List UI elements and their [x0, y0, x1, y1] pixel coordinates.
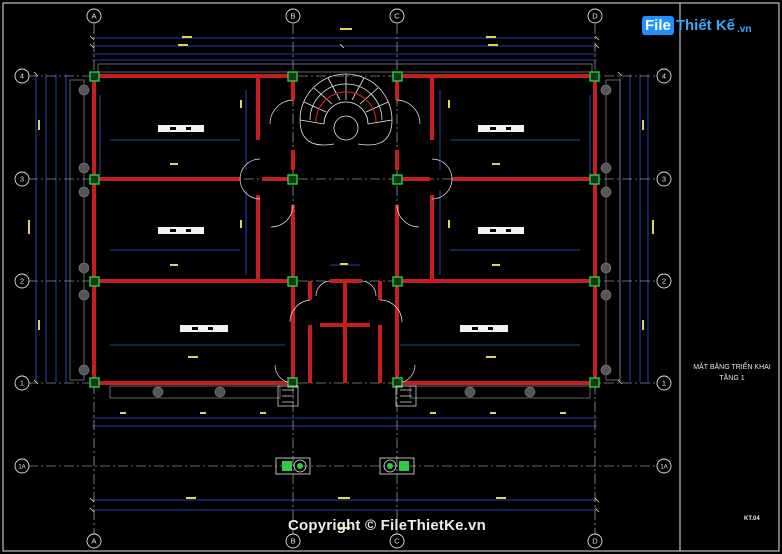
svg-text:C: C — [394, 537, 400, 546]
grid-bubble-col-C-top: C — [389, 8, 405, 24]
svg-text:4: 4 — [20, 72, 24, 81]
svg-text:1A: 1A — [18, 465, 25, 471]
svg-text:1: 1 — [662, 379, 666, 388]
grid-bubble-row-4-left: 4 — [14, 68, 30, 84]
svg-text:1A: 1A — [660, 465, 667, 471]
svg-text:A: A — [91, 537, 96, 546]
grid-bubble-row-2-left: 2 — [14, 273, 30, 289]
walls — [92, 74, 597, 385]
svg-text:A: A — [91, 12, 96, 21]
logo-file-text: File — [642, 15, 674, 35]
drawing-title-line1: MẶT BẰNG TRIỂN KHAI — [693, 364, 771, 371]
filethietke-logo: File Thiết Kế .vn — [642, 12, 751, 38]
exterior-piers — [78, 84, 612, 398]
grid-bubble-col-D-top: D — [587, 8, 603, 24]
grid-bubble-col-B-bottom: B — [285, 533, 301, 549]
grid-bubble-row-1A-right: 1A — [656, 458, 672, 474]
room-label-boxes — [158, 125, 524, 332]
grid-bubble-row-1-right: 1 — [656, 375, 672, 391]
grid-bubble-row-4-right: 4 — [656, 68, 672, 84]
svg-text:B: B — [290, 537, 295, 546]
grid-bubble-row-3-left: 3 — [14, 171, 30, 187]
svg-text:3: 3 — [662, 175, 666, 184]
drawing-title-line2: TẦNG 1 — [719, 375, 745, 382]
stair-handrail — [315, 91, 377, 123]
grid-bubble-row-1A-left: 1A — [14, 458, 30, 474]
small-annotations — [28, 28, 654, 529]
spiral-staircase — [299, 73, 393, 146]
svg-text:D: D — [592, 12, 598, 21]
svg-text:D: D — [592, 537, 598, 546]
svg-text:B: B — [290, 12, 295, 21]
grid-bubble-col-A-top: A — [86, 8, 102, 24]
window-details — [69, 63, 621, 399]
logo-suffix-text: .vn — [737, 24, 752, 35]
room-label-gaps — [170, 127, 511, 330]
entrance-steps — [277, 385, 417, 407]
svg-text:C: C — [394, 12, 400, 21]
grid-bubble-col-C-bottom: C — [389, 533, 405, 549]
svg-text:2: 2 — [662, 277, 666, 286]
svg-text:1: 1 — [20, 379, 24, 388]
svg-text:4: 4 — [662, 72, 666, 81]
copyright-watermark: Copyright © FileThietKe.vn — [288, 517, 486, 534]
grid-bubble-col-A-bottom: A — [86, 533, 102, 549]
dimension-ticks — [33, 35, 623, 513]
grid-bubble-row-3-right: 3 — [656, 171, 672, 187]
grid-bubble-col-D-bottom: D — [587, 533, 603, 549]
manhole-symbols — [275, 457, 415, 475]
grid-bubble-col-B-top: B — [285, 8, 301, 24]
sheet-number: KT.04 — [744, 516, 760, 522]
logo-brand-text: Thiết Kế — [675, 16, 736, 34]
svg-text:3: 3 — [20, 175, 24, 184]
svg-text:2: 2 — [20, 277, 24, 286]
structural-columns — [89, 71, 600, 388]
grid-bubble-row-2-right: 2 — [656, 273, 672, 289]
grid-bubble-row-1-left: 1 — [14, 375, 30, 391]
drawing-title: MẶT BẰNG TRIỂN KHAI TẦNG 1 — [682, 362, 782, 384]
dimension-lines — [35, 37, 649, 511]
